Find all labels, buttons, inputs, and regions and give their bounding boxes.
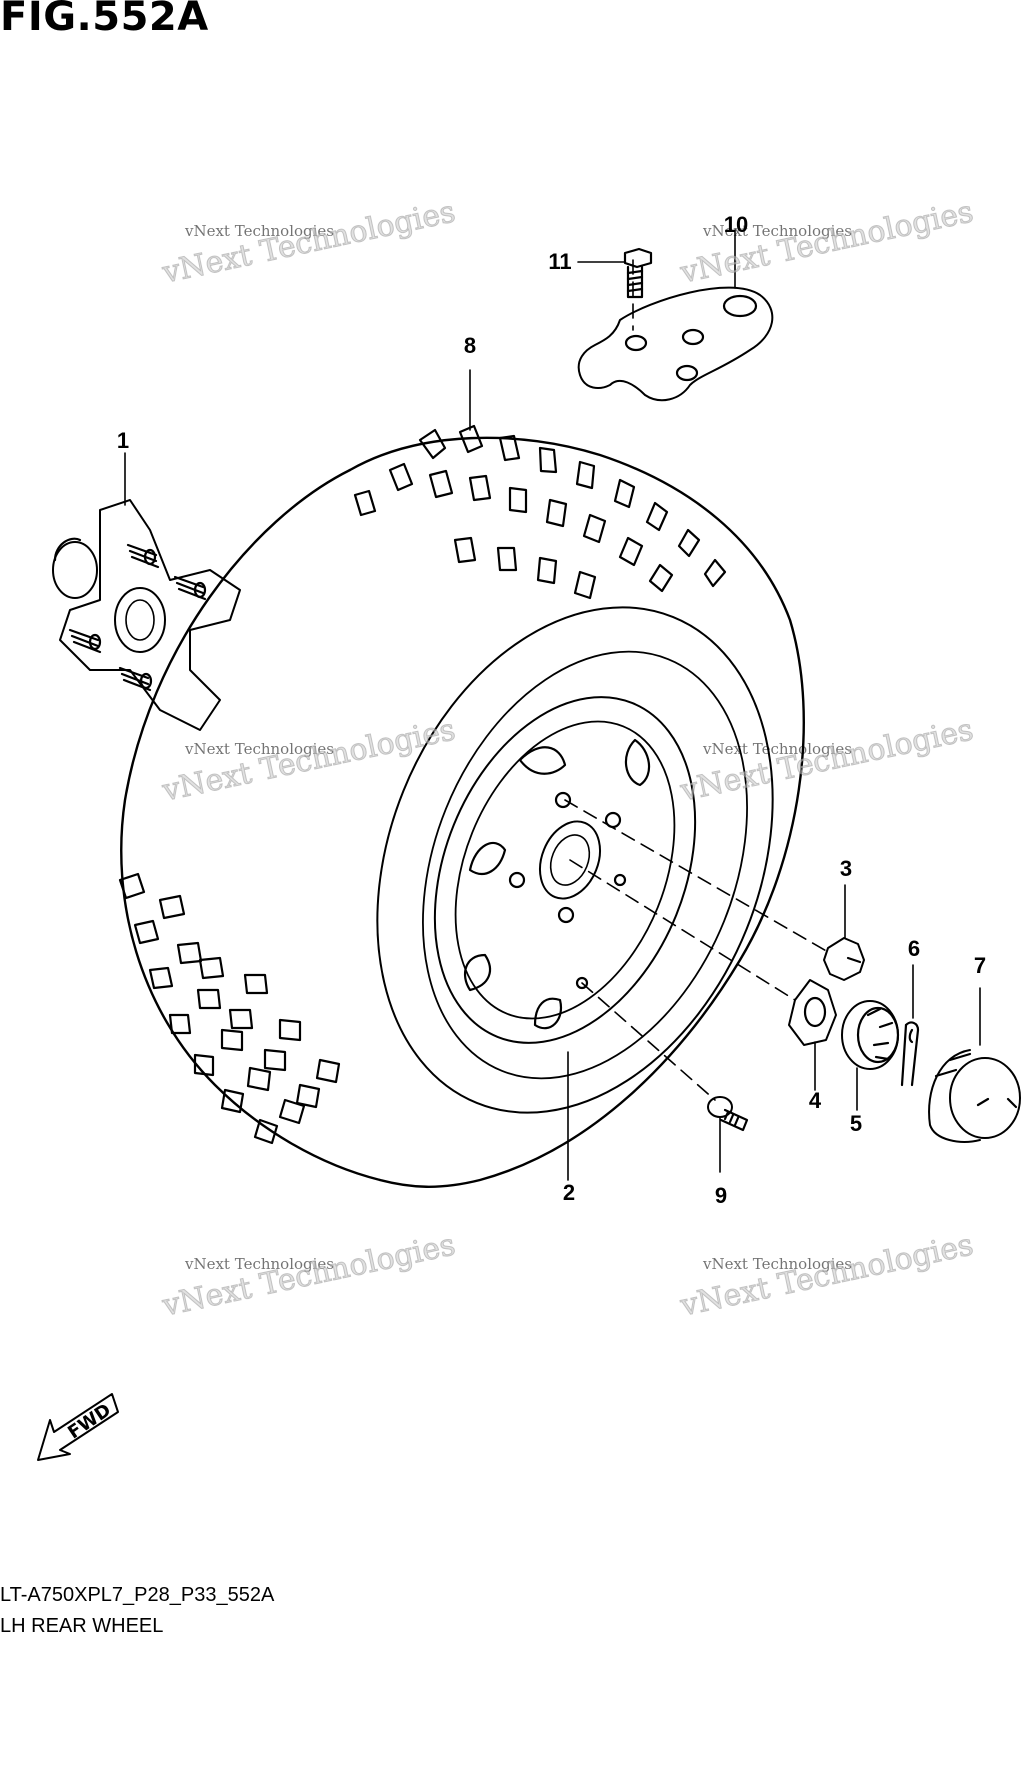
tire [118, 424, 805, 1188]
callout-3: 3 [839, 856, 853, 881]
cotter-pin [900, 1021, 920, 1087]
bracket-bolt [623, 247, 653, 299]
model-code: LT-A750XPL7_P28_P33_552A [0, 1584, 275, 1606]
callout-10: 10 [723, 212, 749, 237]
castle-nut [841, 1000, 900, 1070]
callout-8: 8 [463, 333, 477, 358]
callout-5: 5 [849, 1111, 863, 1136]
dashed-guide-lines [564, 259, 829, 1101]
callout-6: 6 [907, 936, 921, 961]
fwd-arrow-icon [37, 1393, 119, 1461]
mounting-bracket [577, 286, 774, 402]
wheel-hub [52, 499, 241, 731]
leader-lines [124, 229, 981, 1181]
callout-7: 7 [973, 953, 987, 978]
callout-4: 4 [808, 1088, 822, 1113]
figure-caption: LH REAR WHEEL [0, 1615, 164, 1637]
lock-washer [788, 979, 837, 1046]
figure-title: FIG.552A [0, 0, 209, 40]
tire-valve [707, 1096, 749, 1132]
callout-2: 2 [562, 1180, 576, 1205]
wheel-rim [433, 696, 697, 1044]
wheel-nut [823, 937, 865, 981]
callout-1: 1 [116, 428, 130, 453]
callout-11: 11 [548, 249, 572, 274]
callout-9: 9 [714, 1183, 728, 1208]
hub-cap [928, 1049, 1021, 1143]
